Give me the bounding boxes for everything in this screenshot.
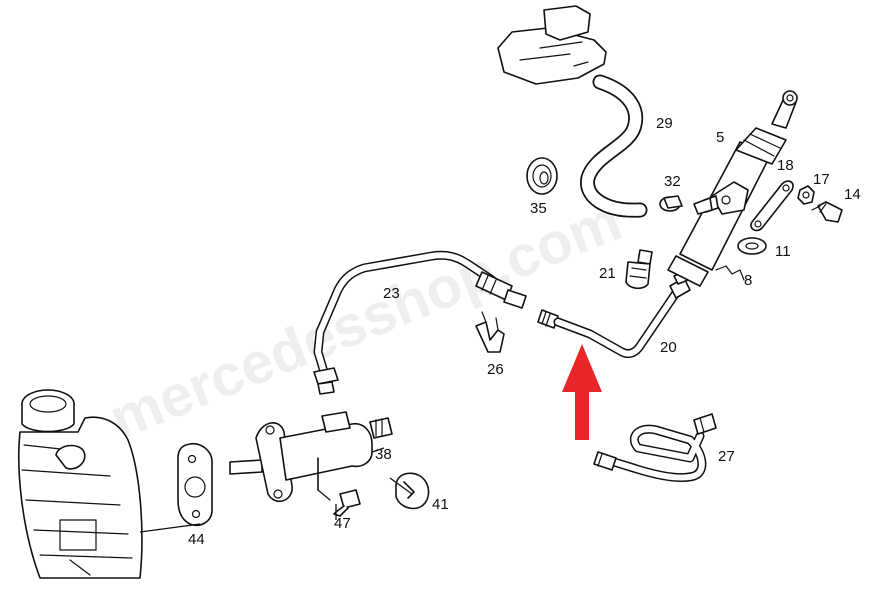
callout-18: 18 — [777, 157, 794, 174]
master-cylinder-5 — [667, 90, 798, 287]
bracket-26 — [475, 311, 505, 353]
slave-cylinder-38 — [229, 411, 393, 503]
callout-32: 32 — [664, 173, 681, 190]
callout-23: 23 — [383, 285, 400, 302]
callout-14: 14 — [844, 186, 861, 203]
bolt-14 — [811, 201, 843, 223]
callout-17: 17 — [813, 171, 830, 188]
callout-20: 20 — [660, 339, 677, 356]
grommet-35 — [526, 157, 558, 195]
nut-17 — [797, 185, 815, 205]
seal-11 — [737, 237, 767, 255]
fitting-21 — [625, 249, 653, 290]
plate-18 — [750, 180, 794, 232]
bolt-47 — [317, 489, 361, 517]
leader-lines — [139, 447, 413, 533]
red-up-arrow-icon — [562, 344, 602, 440]
callout-5: 5 — [716, 129, 724, 146]
clip-8 — [715, 265, 745, 281]
callout-11: 11 — [775, 243, 791, 260]
hose-27 — [593, 413, 717, 483]
clip-41 — [395, 472, 430, 510]
pipe-23 — [313, 250, 527, 395]
callout-47: 47 — [334, 515, 351, 532]
hose-clamp-32 — [659, 195, 683, 212]
callout-44: 44 — [188, 531, 205, 548]
callout-29: 29 — [656, 115, 673, 132]
callout-21: 21 — [599, 265, 616, 282]
hose-29 — [580, 74, 648, 218]
callout-8: 8 — [744, 272, 752, 289]
callout-labels: 5 8 11 14 17 18 20 21 23 26 27 29 32 35 … — [188, 115, 861, 548]
callout-38: 38 — [375, 446, 392, 463]
callout-41: 41 — [432, 496, 449, 513]
callout-35: 35 — [530, 200, 547, 217]
transmission-housing — [18, 389, 143, 579]
callout-26: 26 — [487, 361, 504, 378]
callout-27: 27 — [718, 448, 735, 465]
fluid-reservoir — [497, 5, 607, 85]
gasket-44 — [177, 442, 213, 526]
